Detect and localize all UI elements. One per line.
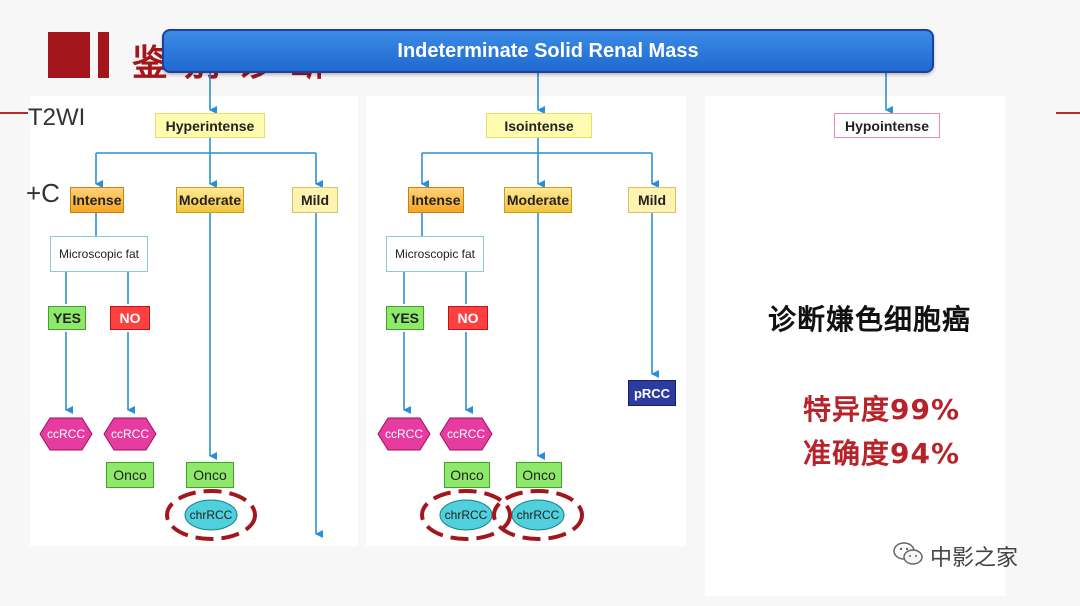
watermark-text: 中影之家 bbox=[930, 546, 1019, 571]
node-prcc: pRCC bbox=[628, 380, 676, 406]
node-intense-left: Intense bbox=[70, 187, 124, 213]
rule-line-left bbox=[0, 112, 28, 114]
node-hypointense: Hypointense bbox=[834, 113, 940, 138]
node-mild-left: Mild bbox=[292, 187, 338, 213]
hexagon-ccrcc-1 bbox=[39, 417, 93, 451]
label-ccrcc-2: ccRCC bbox=[111, 427, 149, 441]
wechat-icon bbox=[892, 540, 924, 568]
hexagon-ccrcc-2 bbox=[103, 417, 157, 451]
node-moderate-middle: Moderate bbox=[504, 187, 572, 213]
node-hyperintense: Hyperintense bbox=[155, 113, 265, 138]
node-isointense: Isointense bbox=[486, 113, 592, 138]
node-yes-middle: YES bbox=[386, 306, 424, 330]
node-intense-middle: Intense bbox=[408, 187, 464, 213]
contrast-label: +C bbox=[26, 178, 60, 208]
specificity-note: 特异度99% bbox=[803, 393, 961, 426]
highlight-circle-3 bbox=[492, 489, 584, 541]
t2wi-label: T2WI bbox=[28, 104, 86, 131]
right-panel bbox=[705, 96, 1005, 596]
highlight-circle-2 bbox=[420, 489, 512, 541]
node-no-left: NO bbox=[110, 306, 150, 330]
node-mild-middle: Mild bbox=[628, 187, 676, 213]
highlight-circle-1 bbox=[165, 489, 257, 541]
label-ccrcc-1: ccRCC bbox=[47, 427, 85, 441]
root-node-banner: Indeterminate Solid Renal Mass bbox=[162, 29, 934, 73]
title-accent-block bbox=[48, 32, 90, 78]
node-onco-3: Onco bbox=[444, 462, 490, 488]
title-accent-bar bbox=[98, 32, 109, 78]
label-ccrcc-3: ccRCC bbox=[385, 427, 423, 441]
node-microscopic-fat-middle: Microscopic fat bbox=[386, 236, 484, 272]
label-chrrcc-1: chrRCC bbox=[189, 508, 233, 522]
label-chrrcc-2: chrRCC bbox=[444, 508, 488, 522]
node-no-middle: NO bbox=[448, 306, 488, 330]
node-onco-2: Onco bbox=[186, 462, 234, 488]
label-ccrcc-4: ccRCC bbox=[447, 427, 485, 441]
diagnosis-note: 诊断嫌色细胞癌 bbox=[768, 303, 972, 336]
node-onco-4: Onco bbox=[516, 462, 562, 488]
oval-chrrcc-1 bbox=[184, 499, 238, 531]
node-microscopic-fat-left: Microscopic fat bbox=[50, 236, 148, 272]
node-yes-left: YES bbox=[48, 306, 86, 330]
rule-line-right bbox=[1056, 112, 1080, 114]
label-chrrcc-3: chrRCC bbox=[516, 508, 560, 522]
accuracy-note: 准确度94% bbox=[803, 437, 961, 470]
node-moderate-left: Moderate bbox=[176, 187, 244, 213]
hexagon-ccrcc-3 bbox=[377, 417, 431, 451]
node-onco-1: Onco bbox=[106, 462, 154, 488]
hexagon-ccrcc-4 bbox=[439, 417, 493, 451]
